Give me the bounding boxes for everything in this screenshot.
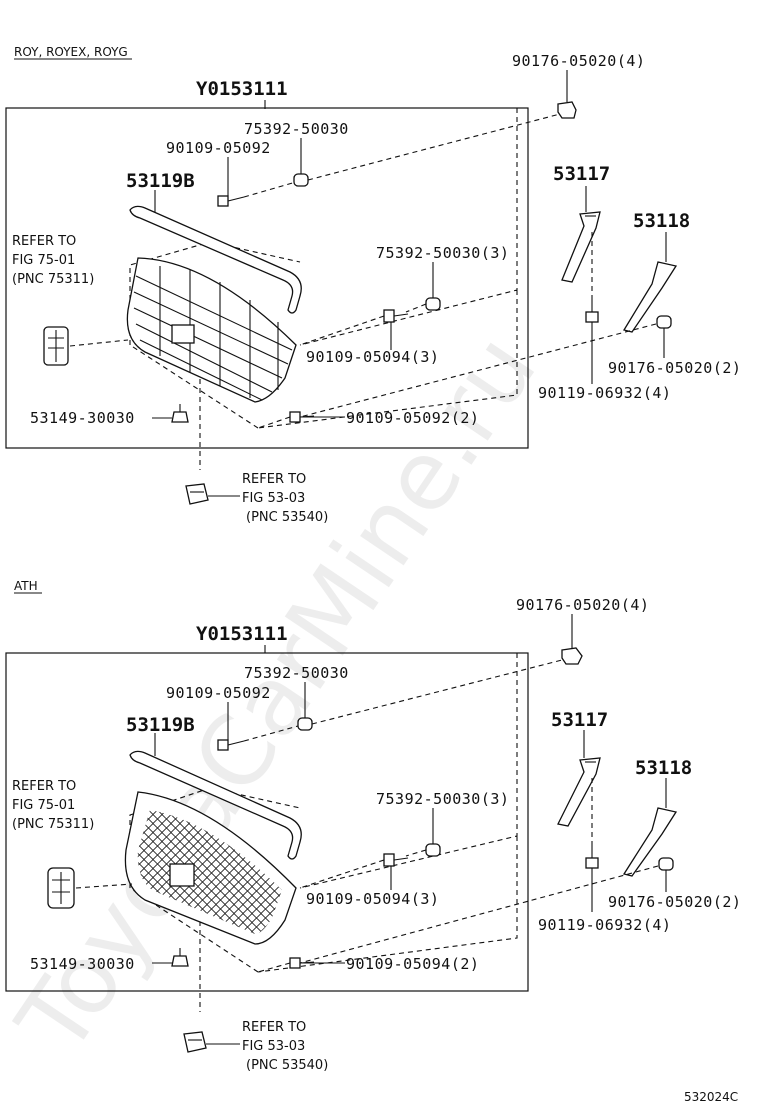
bolt-mid-label[interactable]: 90109-05094(3) bbox=[306, 348, 439, 366]
emblem-mount bbox=[171, 324, 195, 344]
refer-bottom-line2: FIG 53-03 bbox=[242, 491, 305, 506]
bracket-53118[interactable] bbox=[622, 807, 678, 877]
assembly-box bbox=[5, 652, 529, 992]
clip-bottom[interactable] bbox=[171, 404, 189, 423]
bolt-upper-label[interactable]: 90109-05092 bbox=[166, 684, 271, 702]
clip-top-right-label[interactable]: 90176-05020(4) bbox=[516, 596, 649, 614]
nut-upper[interactable] bbox=[297, 717, 313, 731]
bottom-refer-part[interactable] bbox=[185, 483, 209, 505]
variant-label: ROY, ROYEX, ROYG bbox=[14, 45, 128, 59]
grille-seal[interactable] bbox=[129, 205, 302, 314]
refer-left-line2: FIG 75-01 bbox=[12, 798, 75, 813]
bolt-bottom-label[interactable]: 90109-05094(2) bbox=[346, 955, 479, 973]
section-ath: ATH Y0153111 53119B REFER TO FI bbox=[5, 579, 741, 1073]
refer-bottom-line1: REFER TO bbox=[242, 1020, 306, 1035]
refer-left-line1: REFER TO bbox=[12, 779, 76, 794]
bracket-left-number[interactable]: 53117 bbox=[553, 163, 610, 185]
seal-part-number[interactable]: 53119B bbox=[126, 170, 195, 192]
nut-upper-label[interactable]: 75392-50030 bbox=[244, 664, 349, 682]
bracket-53117[interactable] bbox=[561, 211, 601, 283]
radiator-grille[interactable] bbox=[124, 791, 297, 945]
grille-seal[interactable] bbox=[129, 750, 302, 860]
section-roy: ROY, ROYEX, ROYG Y0153111 53119B REFER T… bbox=[5, 45, 741, 525]
nut-mid-label[interactable]: 75392-50030(3) bbox=[376, 790, 509, 808]
refer-left-line3[interactable]: (PNC 75311) bbox=[12, 817, 94, 832]
clip-right-lower[interactable] bbox=[658, 857, 674, 871]
stud-label[interactable]: 90119-06932(4) bbox=[538, 916, 671, 934]
bolt-upper[interactable] bbox=[217, 195, 245, 207]
emblem[interactable] bbox=[43, 326, 69, 366]
bracket-53117[interactable] bbox=[557, 757, 601, 827]
stud[interactable] bbox=[585, 298, 599, 323]
emblem[interactable] bbox=[47, 867, 75, 909]
stud[interactable] bbox=[585, 846, 599, 869]
bolt-upper-label[interactable]: 90109-05092 bbox=[166, 139, 271, 157]
radiator-grille[interactable] bbox=[126, 257, 297, 403]
bolt-bottom-label[interactable]: 90109-05092(2) bbox=[346, 409, 479, 427]
refer-bottom-line3[interactable]: (PNC 53540) bbox=[246, 510, 328, 525]
stud-label[interactable]: 90119-06932(4) bbox=[538, 384, 671, 402]
refer-left-line2: FIG 75-01 bbox=[12, 253, 75, 268]
assembly-box bbox=[5, 107, 529, 449]
clip-right-lower-label[interactable]: 90176-05020(2) bbox=[608, 893, 741, 911]
clip-top-right[interactable] bbox=[561, 647, 583, 665]
emblem-mount bbox=[169, 863, 195, 887]
refer-bottom-line3[interactable]: (PNC 53540) bbox=[246, 1058, 328, 1073]
clip-bottom[interactable] bbox=[171, 948, 189, 967]
refer-left-line3[interactable]: (PNC 75311) bbox=[12, 272, 94, 287]
refer-left-line1: REFER TO bbox=[12, 234, 76, 249]
clip-bottom-label[interactable]: 53149-30030 bbox=[30, 955, 135, 973]
bracket-53118[interactable] bbox=[622, 261, 678, 333]
bolt-mid-label[interactable]: 90109-05094(3) bbox=[306, 890, 439, 908]
refer-bottom-line1: REFER TO bbox=[242, 472, 306, 487]
figure-code: 532024C bbox=[684, 1090, 738, 1104]
nut-mid[interactable] bbox=[425, 297, 441, 311]
clip-right-lower-label[interactable]: 90176-05020(2) bbox=[608, 359, 741, 377]
seal-part-number[interactable]: 53119B bbox=[126, 714, 195, 736]
bracket-left-number[interactable]: 53117 bbox=[551, 709, 608, 731]
bottom-refer-part[interactable] bbox=[183, 1031, 207, 1053]
bolt-mid[interactable] bbox=[383, 853, 409, 867]
bolt-upper[interactable] bbox=[217, 739, 245, 751]
clip-bottom-label[interactable]: 53149-30030 bbox=[30, 409, 135, 427]
assembly-number[interactable]: Y0153111 bbox=[196, 623, 288, 645]
nut-mid[interactable] bbox=[425, 843, 441, 857]
variant-label: ATH bbox=[14, 579, 38, 593]
nut-mid-label[interactable]: 75392-50030(3) bbox=[376, 244, 509, 262]
clip-right-lower[interactable] bbox=[656, 315, 672, 329]
nut-upper[interactable] bbox=[293, 173, 309, 187]
bracket-right-number[interactable]: 53118 bbox=[635, 757, 692, 779]
clip-top-right[interactable] bbox=[557, 101, 577, 119]
nut-upper-label[interactable]: 75392-50030 bbox=[244, 120, 349, 138]
assembly-number[interactable]: Y0153111 bbox=[196, 78, 288, 100]
bracket-right-number[interactable]: 53118 bbox=[633, 210, 690, 232]
refer-bottom-line2: FIG 53-03 bbox=[242, 1039, 305, 1054]
clip-top-right-label[interactable]: 90176-05020(4) bbox=[512, 52, 645, 70]
